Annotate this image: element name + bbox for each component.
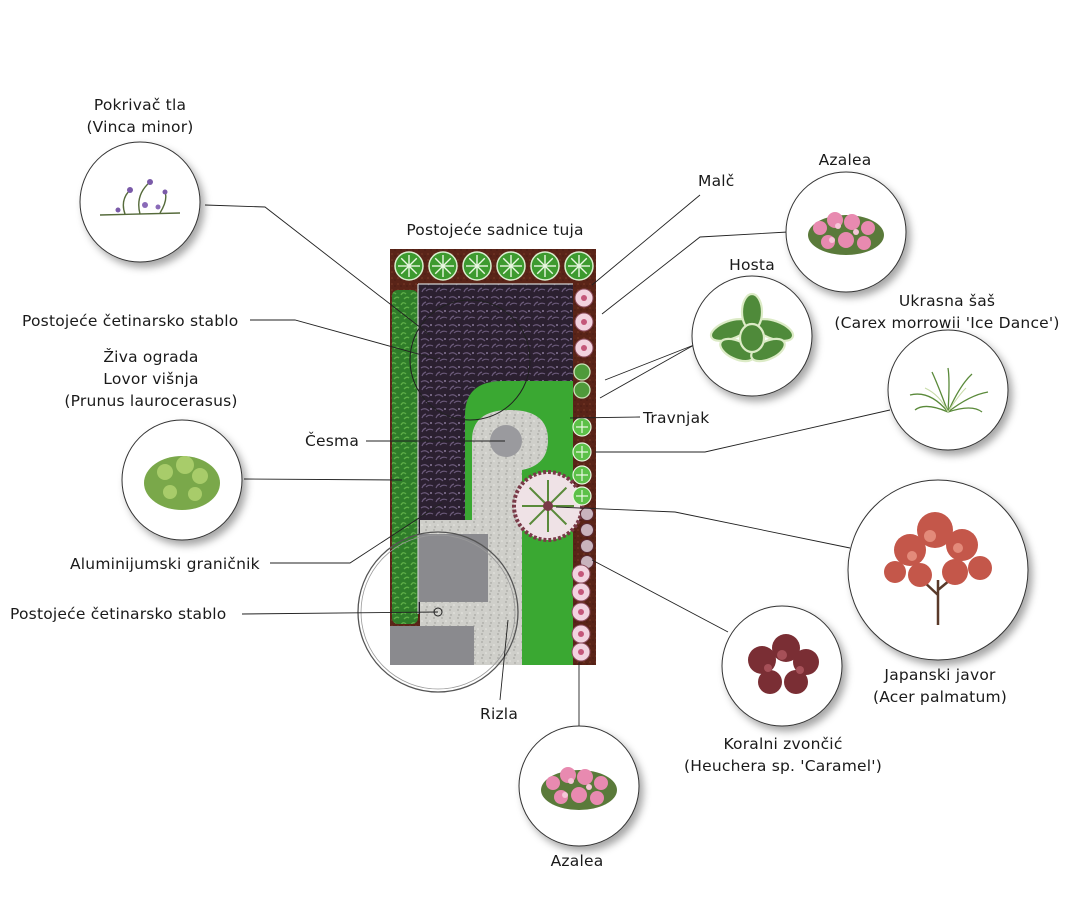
label-conifer-bottom: Postojeće četinarsko stablo: [10, 605, 227, 623]
label-azalea-bottom: Azalea: [550, 852, 604, 870]
hedge-row: [392, 290, 418, 624]
carex-symbol: [572, 486, 592, 506]
carex-symbol: [572, 417, 592, 437]
paving-upper: [418, 534, 488, 602]
carex-symbol: [572, 442, 592, 462]
acer-tree-icon: [847, 479, 1029, 661]
thuja-symbol: [564, 251, 594, 281]
thuja-symbol: [394, 251, 424, 281]
thuja-symbol: [462, 251, 492, 281]
leader-granicnik: [270, 502, 443, 564]
label-hedge-line1: Živa ograda: [103, 348, 199, 366]
azalea-symbol: [571, 624, 591, 644]
heuchera-symbol: [580, 539, 594, 553]
label-granicnik: Aluminijumski graničnik: [70, 555, 260, 573]
label-conifer-top: Postojeće četinarsko stablo: [22, 312, 239, 330]
leader-conifer-bottom: [241, 611, 439, 615]
paving-lower: [390, 626, 474, 665]
existing-conifer-canopy-bottom: [357, 531, 519, 693]
garden-plan: [357, 249, 596, 693]
label-hosta: Hosta: [729, 256, 775, 274]
hosta-symbol: [573, 381, 591, 399]
leader-malc: [591, 194, 701, 286]
hosta-symbol: [573, 363, 591, 381]
leader-hedge: [243, 478, 403, 481]
azalea-symbol: [574, 288, 594, 308]
leader-lines: [204, 194, 891, 727]
vinca-plant-icon: [79, 141, 201, 263]
label-vinca-line1: Pokrivač tla: [93, 96, 187, 114]
label-vinca: Pokrivač tla (Vinca minor): [86, 94, 193, 138]
heuchera-symbol: [580, 523, 594, 537]
label-rizla: Rizla: [480, 705, 519, 723]
fountain: [490, 425, 522, 457]
hedge-shrub-icon: [121, 419, 243, 541]
leader-carex: [595, 409, 891, 453]
label-carex-line1: Ukrasna šaš: [898, 292, 996, 310]
label-acer-line1: Japanski javor: [884, 666, 996, 684]
thuja-symbol: [428, 251, 458, 281]
leader-heuchera: [591, 559, 729, 633]
label-hedge: Živa ograda Lovor višnja (Prunus lauroce…: [64, 346, 237, 412]
leader-hosta-2: [599, 344, 695, 399]
azalea-symbol: [571, 602, 591, 622]
label-heuchera: Koralni zvončić (Heuchera sp. 'Caramel'): [684, 733, 882, 777]
leader-hosta-1: [604, 344, 695, 381]
label-azalea-top: Azalea: [818, 151, 872, 169]
leader-azalea-top: [601, 231, 789, 315]
label-heuchera-line2: (Heuchera sp. 'Caramel'): [683, 757, 883, 775]
label-vinca-line2: (Vinca minor): [86, 118, 194, 136]
leader-conifer-top: [250, 319, 441, 361]
label-carex-line2: (Carex morrowii 'Ice Dance'): [834, 314, 1060, 332]
label-hedge-line2: Lovor višnja: [103, 370, 199, 388]
carex-symbol: [572, 465, 592, 485]
label-acer-line2: (Acer palmatum): [872, 688, 1008, 706]
thuja-symbol: [530, 251, 560, 281]
label-hedge-line3: (Prunus laurocerasus): [64, 392, 238, 410]
leader-travnjak: [569, 416, 641, 419]
carex-plant-icon: [887, 329, 1009, 451]
heuchera-symbol: [580, 507, 594, 521]
azalea-symbol: [571, 582, 591, 602]
azalea-plant-icon: [785, 171, 907, 293]
existing-conifer-canopy-top: [409, 299, 531, 421]
label-cesma: Česma: [305, 432, 360, 450]
hosta-plant-icon: [691, 275, 813, 397]
plant-symbols: [394, 251, 594, 662]
leader-rizla: [499, 619, 509, 701]
label-travnjak: Travnjak: [643, 409, 710, 427]
azalea-symbol: [571, 642, 591, 662]
heuchera-plant-icon: [721, 605, 843, 727]
label-tuja: Postojeće sadnice tuja: [406, 221, 584, 239]
label-heuchera-line1: Koralni zvončić: [723, 735, 843, 753]
label-carex: Ukrasna šaš (Carex morrowii 'Ice Dance'): [834, 290, 1059, 334]
azalea-symbol: [571, 564, 591, 584]
azalea-symbol: [574, 338, 594, 358]
leader-acer: [555, 506, 851, 549]
label-malc: Malč: [698, 172, 735, 190]
azalea-symbol: [574, 312, 594, 332]
existing-conifer-canopy-bottom-inner: [360, 534, 516, 690]
acer-plan-symbol: [522, 480, 574, 532]
thuja-symbol: [496, 251, 526, 281]
label-acer: Japanski javor (Acer palmatum): [873, 664, 1007, 708]
leader-vinca: [204, 204, 431, 336]
azalea-plant-icon: [518, 725, 640, 847]
